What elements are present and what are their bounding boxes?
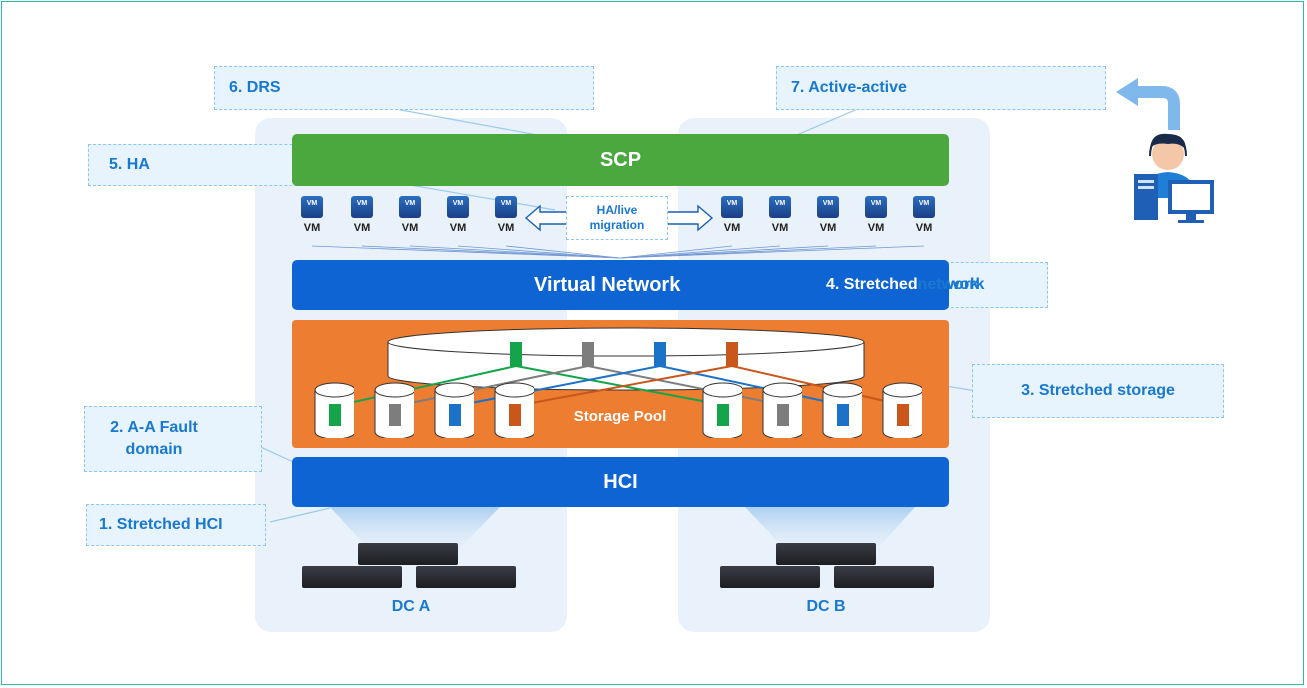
vm-label: VM	[303, 222, 321, 234]
server-dc-a-2	[302, 566, 402, 588]
callout-stretched-hci-text: 1. Stretched HCI	[99, 516, 223, 533]
disk-dc-a-2	[374, 382, 414, 438]
disk-dc-a-3	[434, 382, 474, 438]
callout-stretched-network-overlay: 4. Stretched network	[812, 262, 1048, 308]
server-dc-a-1	[358, 543, 458, 565]
callout-overlay-part-b: network	[917, 276, 979, 293]
virtual-network-layer: Virtual Network	[292, 260, 949, 310]
migration-label-box: HA/live migration	[566, 196, 668, 240]
callout-drs: 6. DRS	[214, 66, 594, 110]
vm-icon: VM	[351, 196, 373, 218]
vm-label: VM	[401, 222, 419, 234]
vm-icon: VM	[399, 196, 421, 218]
dc-a-label: DC A	[391, 598, 431, 615]
vm-label: VM	[915, 222, 933, 234]
migration-label: HA/live migration	[589, 203, 645, 232]
vm-label: VM	[819, 222, 837, 234]
vm-label: VM	[497, 222, 515, 234]
server-dc-b-2	[720, 566, 820, 588]
vm-icon: VM	[721, 196, 743, 218]
callout-stretched-storage-text: 3. Stretched storage	[1021, 382, 1175, 399]
callout-fault-domain: 2. A-A Fault domain	[84, 406, 262, 472]
hci-layer-label: HCI	[603, 470, 638, 493]
vm-left-3: VM VM	[398, 196, 422, 234]
callout-active-active-text: 7. Active-active	[791, 79, 907, 96]
vm-right-3: VM VM	[816, 196, 840, 234]
callout-stretched-storage: 3. Stretched storage	[972, 364, 1224, 418]
vm-label: VM	[723, 222, 741, 234]
server-dc-b-3	[834, 566, 934, 588]
server-dc-b-1	[776, 543, 876, 565]
callout-stretched-hci: 1. Stretched HCI	[86, 504, 266, 546]
vm-left-5: VM VM	[494, 196, 518, 234]
scp-layer-label: SCP	[599, 148, 642, 171]
vm-right-2: VM VM	[768, 196, 792, 234]
storage-pool-label-wrap: Storage Pool	[540, 408, 700, 426]
vm-left-1: VM VM	[300, 196, 324, 234]
vm-label: VM	[353, 222, 371, 234]
disk-dc-b-4	[882, 382, 922, 438]
callout-drs-text: 6. DRS	[229, 79, 281, 96]
storage-pool-label: Storage Pool	[573, 408, 667, 425]
vm-icon: VM	[447, 196, 469, 218]
callout-overlay-part-a: 4. Stretched	[826, 276, 918, 293]
disk-dc-b-1	[702, 382, 742, 438]
vm-icon: VM	[495, 196, 517, 218]
vm-icon: VM	[865, 196, 887, 218]
callout-active-active: 7. Active-active	[776, 66, 1106, 110]
scp-layer: SCP	[292, 134, 949, 186]
vm-label: VM	[867, 222, 885, 234]
disk-dc-b-2	[762, 382, 802, 438]
vm-icon: VM	[301, 196, 323, 218]
dc-b-label: DC B	[806, 598, 846, 615]
vm-right-1: VM VM	[720, 196, 744, 234]
vm-icon: VM	[817, 196, 839, 218]
hci-layer: HCI	[292, 457, 949, 507]
vm-label: VM	[449, 222, 467, 234]
vm-icon: VM	[913, 196, 935, 218]
virtual-network-label: Virtual Network	[534, 273, 681, 296]
curved-arrow-icon	[1116, 78, 1180, 130]
callout-fault-domain-text: 2. A-A Fault domain	[110, 419, 198, 458]
vm-right-4: VM VM	[864, 196, 888, 234]
vm-left-2: VM VM	[350, 196, 374, 234]
disk-dc-b-3	[822, 382, 862, 438]
vm-left-4: VM VM	[446, 196, 470, 234]
disk-dc-a-4	[494, 382, 534, 438]
disk-dc-a-1	[314, 382, 354, 438]
storage-pool-graphic	[344, 327, 899, 405]
vm-right-5: VM VM	[912, 196, 936, 234]
vm-icon: VM	[769, 196, 791, 218]
admin-user-computer-icon	[1134, 133, 1214, 223]
vm-label: VM	[771, 222, 789, 234]
server-dc-a-3	[416, 566, 516, 588]
callout-ha-text: 5. HA	[109, 156, 150, 173]
